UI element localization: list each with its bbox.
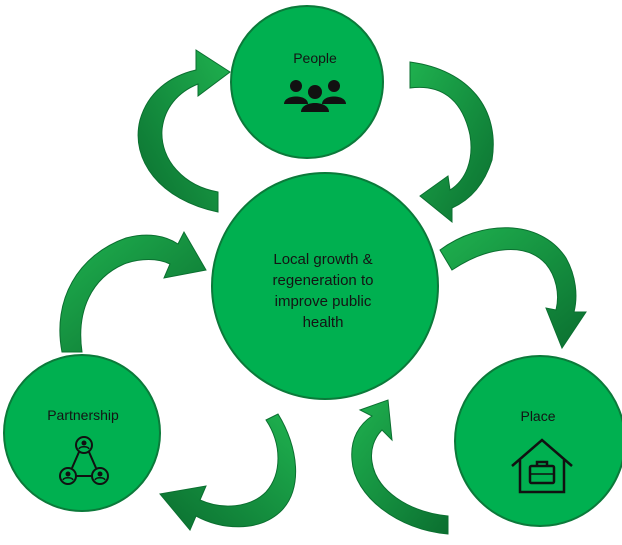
network-people-icon — [59, 436, 109, 485]
node-partnership-label: Partnership — [47, 407, 119, 423]
node-center: Local growth & regeneration to improve p… — [211, 172, 439, 400]
node-place: Place — [454, 355, 622, 527]
node-people: People — [230, 5, 384, 159]
node-place-label: Place — [520, 408, 555, 424]
arrow-people-to-center — [409, 61, 494, 224]
center-line-1: Local growth & — [273, 251, 372, 268]
people-group-icon — [284, 80, 346, 112]
arrow-center-to-partnership — [159, 413, 297, 531]
center-line-4: health — [303, 314, 344, 331]
arrow-center-to-place — [439, 227, 587, 350]
node-partnership: Partnership — [3, 354, 161, 512]
arrow-center-to-people — [137, 49, 231, 213]
node-people-label: People — [293, 50, 337, 66]
center-line-2: regeneration to — [273, 272, 374, 289]
house-briefcase-icon — [511, 438, 573, 494]
center-line-3: improve public — [275, 293, 372, 310]
arrow-partnership-to-center — [59, 230, 207, 353]
arrow-place-to-center — [351, 399, 449, 535]
